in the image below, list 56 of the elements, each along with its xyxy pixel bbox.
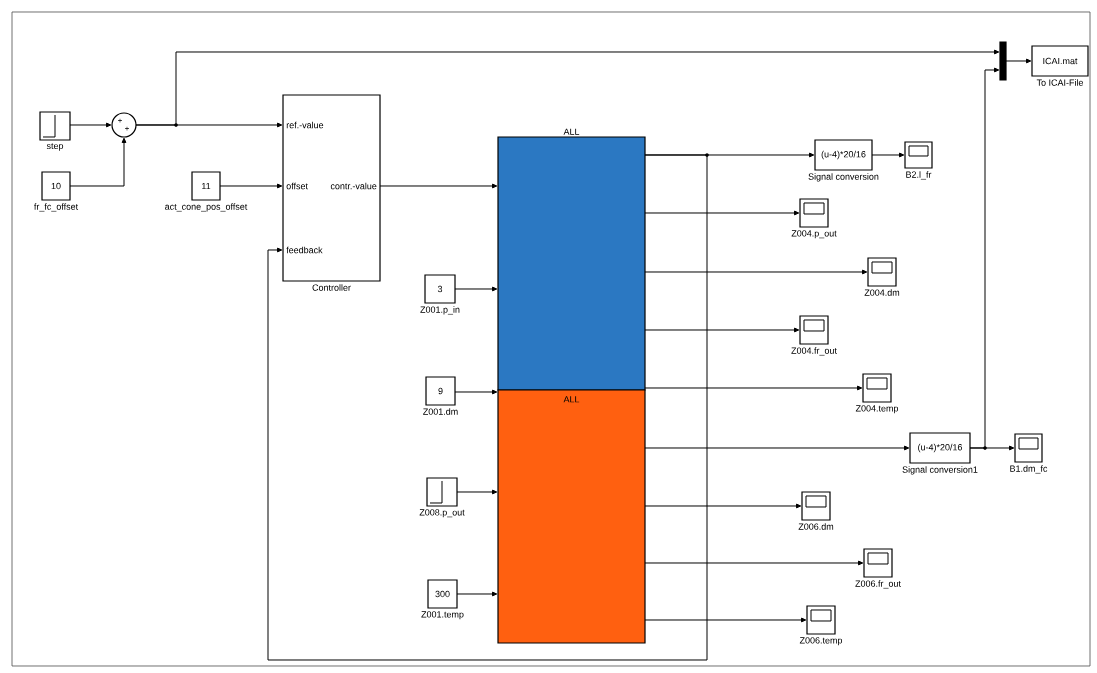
block-label: Z006.temp	[799, 637, 843, 646]
block-label: act_cone_pos_offset	[165, 203, 248, 212]
signal-line	[644, 385, 863, 391]
block-label: Z006.fr_out	[855, 580, 901, 589]
signal-line	[644, 210, 800, 216]
constant-block: 300	[427, 579, 458, 609]
block-label: Z004.dm	[864, 289, 900, 296]
block-label: Signal conversion1	[902, 466, 978, 475]
node-label: ref.-value	[286, 121, 324, 129]
signal-line	[871, 152, 905, 158]
signal-line	[219, 183, 283, 189]
signal-line	[644, 327, 800, 333]
signal-line	[454, 286, 498, 292]
signal-line	[644, 503, 802, 509]
block-label: Z001.temp	[421, 611, 464, 620]
block-label: Signal conversion	[808, 173, 879, 182]
block-label: Z004.p_out	[791, 230, 837, 239]
block-label: Controller	[312, 284, 351, 291]
block-label: step	[46, 143, 64, 151]
constant-block: 3	[424, 274, 456, 304]
function-block: (u-4)*20/16	[909, 432, 971, 464]
signal-line	[644, 269, 868, 275]
signal-line	[69, 122, 112, 128]
to-file-block: ICAI.mat	[1031, 45, 1089, 77]
constant-block: 9	[425, 376, 456, 406]
block-label: Z006.dm	[798, 523, 834, 530]
subsystem-block: ref.-value offset contr.-value feedback	[282, 94, 381, 282]
block-label: B2.l_fr	[906, 171, 932, 180]
signal-line	[135, 49, 1000, 126]
signal-line	[644, 445, 910, 451]
subsystem-block: ALL	[497, 389, 646, 644]
signal-line	[969, 67, 1000, 449]
signal-line	[1005, 58, 1032, 64]
block-label: Z004.fr_out	[791, 347, 837, 356]
block-label: Z004.temp	[855, 405, 899, 414]
signal-line	[456, 591, 498, 597]
node-label: offset	[286, 182, 308, 190]
function-block: (u-4)*20/16	[814, 139, 873, 171]
node-label: feedback	[286, 246, 323, 254]
signal-line	[454, 389, 498, 395]
block-label: ALL	[563, 128, 580, 135]
signal-line	[644, 617, 807, 623]
constant-block: 10	[41, 171, 71, 201]
signal-line	[267, 154, 708, 661]
block-label: To ICAI-File	[1036, 79, 1083, 86]
signal-line	[379, 183, 498, 189]
block-label: B1.dm_fc	[1010, 465, 1048, 474]
block-label: Z001.dm	[423, 408, 458, 415]
block-label: Z001.p_in	[420, 306, 460, 315]
block-label: fr_fc_offset	[34, 203, 79, 212]
constant-block: 11	[191, 171, 221, 201]
block-label: Z008.p_out	[419, 509, 465, 518]
signal-line	[456, 489, 498, 495]
node-label: contr.-value	[330, 182, 377, 190]
signal-line	[69, 137, 127, 187]
signal-line	[644, 560, 864, 566]
